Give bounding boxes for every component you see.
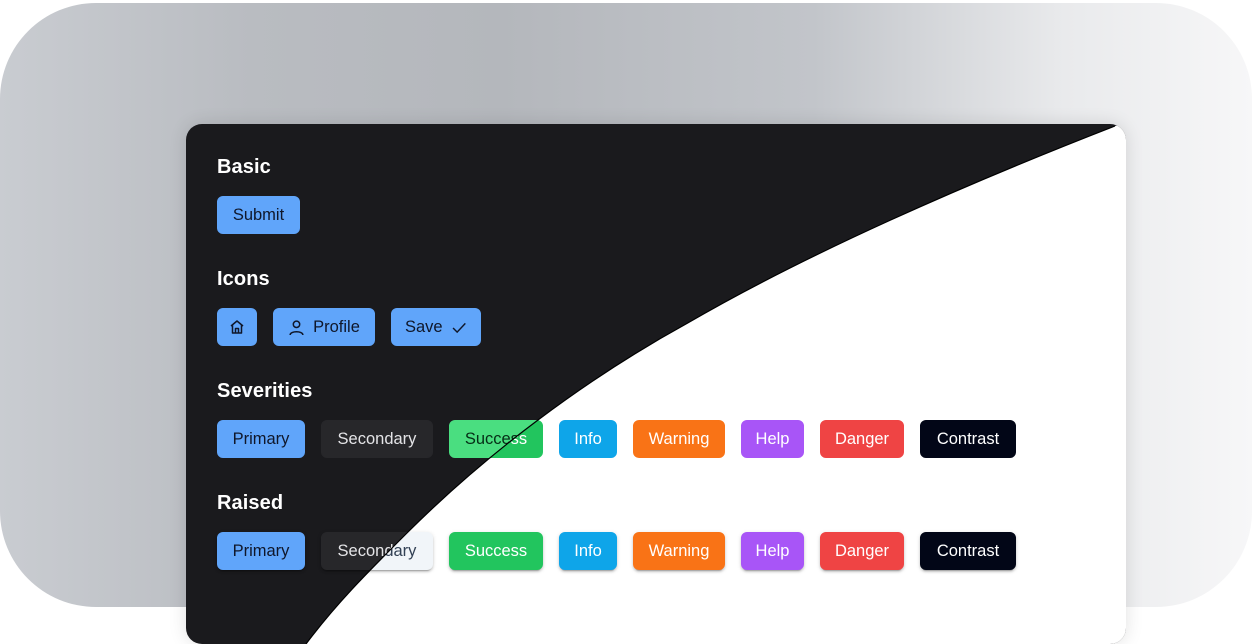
raised-danger-button-light[interactable]: Danger — [820, 532, 904, 570]
check-icon — [452, 322, 466, 333]
section-title-raised: Raised — [217, 492, 284, 514]
section-title-basic: Basic — [217, 156, 271, 178]
severity-danger-button-light[interactable]: Danger — [820, 420, 904, 458]
raised-contrast-button-light[interactable]: Contrast — [920, 532, 1016, 570]
profile-label: Profile — [313, 317, 360, 336]
user-icon — [289, 319, 304, 335]
basic-row: Submit — [217, 196, 300, 234]
save-label: Save — [405, 317, 443, 336]
severity-info-button-light[interactable]: Info — [559, 420, 617, 458]
raised-warning-button-light[interactable]: Warning — [633, 532, 725, 570]
raised-help-button-light[interactable]: Help — [741, 532, 804, 570]
save-button[interactable]: Save — [391, 308, 481, 346]
profile-button[interactable]: Profile — [273, 308, 375, 346]
home-icon — [230, 320, 244, 334]
severity-contrast-button-light[interactable]: Contrast — [920, 420, 1016, 458]
button-showcase-card: Basic Submit Icons Profile Save Severiti… — [186, 124, 1126, 644]
severity-secondary-button[interactable]: Secondary — [321, 420, 433, 458]
severity-primary-button[interactable]: Primary — [217, 420, 305, 458]
submit-button[interactable]: Submit — [217, 196, 300, 234]
icons-row: Profile Save — [217, 308, 481, 346]
section-title-severities: Severities — [217, 380, 313, 402]
raised-primary-button[interactable]: Primary — [217, 532, 305, 570]
home-button[interactable] — [217, 308, 257, 346]
raised-success-button-light[interactable]: Success — [449, 532, 543, 570]
raised-info-button-light[interactable]: Info — [559, 532, 617, 570]
submit-label: Submit — [232, 205, 285, 224]
severity-help-button-light[interactable]: Help — [741, 420, 804, 458]
section-title-icons: Icons — [217, 268, 270, 290]
severity-warning-button-light[interactable]: Warning — [633, 420, 725, 458]
